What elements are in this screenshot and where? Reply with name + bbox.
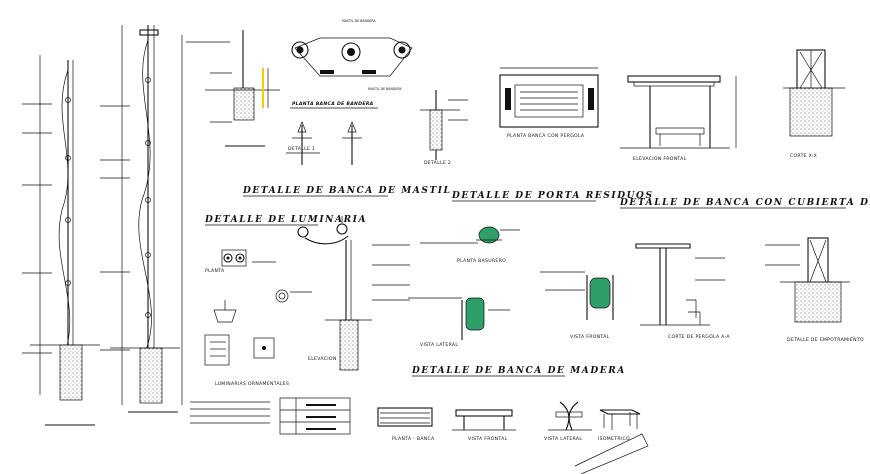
flag-bench-plan: MASTIL DE BANDERA MASTIL DE BANDERA PLAN…	[290, 19, 413, 109]
banca-madera-specs	[190, 397, 351, 435]
label-isometrico: ISOMETRICO	[598, 436, 630, 442]
pergola-bench-plan: PLANTA BANCA CON PERGOLA	[499, 67, 599, 139]
label-corte-pergola: CORTE DE PERGOLA A-A	[668, 334, 730, 340]
label-planta-banca-bandera: PLANTA BANCA DE BANDERA	[292, 101, 374, 107]
title-porta-residuos: DETALLE DE PORTA RESIDUOS	[451, 191, 654, 201]
flagpole-elevation-right	[100, 25, 183, 413]
label-detalle-2: DETALLE 2	[424, 160, 451, 166]
label-corte-xx: CORTE X-X	[790, 153, 817, 159]
label-vista-frontal-banca: VISTA FRONTAL	[468, 436, 508, 442]
corte-pergola: CORTE DE PERGOLA A-A	[635, 243, 730, 340]
label-vista-lateral-banca: VISTA LATERAL	[544, 436, 582, 442]
title-banca-mastil: DETALLE DE BANCA DE MASTIL	[242, 186, 451, 196]
flagpole-elevation-left	[22, 55, 100, 426]
banca-madera-plan: PLANTA - BANCA	[377, 407, 435, 442]
banca-madera-front: VISTA FRONTAL	[452, 409, 516, 442]
luminaria-elevation: ELEVACION LUMINARIAS ORNAMENTALES	[215, 216, 410, 387]
label-planta-banca-pergola: PLANTA BANCA CON PERGOLA	[507, 133, 585, 139]
label-vista-frontal: VISTA FRONTAL	[570, 334, 610, 340]
banca-madera-side: VISTA LATERAL	[544, 401, 592, 442]
detalle-empotramiento: DETALLE DE EMPOTRAMIENTO	[765, 237, 864, 343]
label-vista-lateral: VISTA LATERAL	[420, 342, 458, 348]
flag-bench-section	[186, 30, 280, 147]
banca-madera-iso: ISOMETRICO	[598, 409, 641, 442]
label-mastil-bandera-2: MASTIL DE BANDERA	[368, 87, 402, 91]
pergola-front-elevation: ELEVACION FRONTAL	[620, 75, 737, 162]
title-banca-madera: DETALLE DE BANCA DE MADERA	[411, 366, 626, 376]
label-planta-basurero: PLANTA BASURERO	[457, 258, 506, 264]
label-detalle-empotramiento: DETALLE DE EMPOTRAMIENTO	[787, 337, 864, 343]
label-elevacion: ELEVACION	[308, 356, 337, 362]
luminaria-plan: PLANTA	[205, 249, 276, 274]
label-luminarias-ornamentales: LUMINARIAS ORNAMENTALES	[215, 381, 289, 387]
basurero-vista-frontal: VISTA FRONTAL	[540, 271, 614, 340]
title-banca-pergola: DETALLE DE BANCA CON CUBIERTA DE PERGOLA	[619, 198, 870, 208]
detalle-2: DETALLE 2	[420, 90, 468, 166]
label-planta-banca-madera: PLANTA - BANCA	[392, 436, 435, 442]
label-planta: PLANTA	[205, 268, 225, 274]
title-luminaria: DETALLE DE LUMINARIA	[204, 215, 367, 225]
label-detalle-1: DETALLE 1	[288, 146, 315, 152]
detalle-1: DETALLE 1	[286, 121, 362, 165]
label-mastil-bandera: MASTIL DE BANDERA	[342, 19, 376, 23]
luminaria-details	[204, 289, 312, 366]
scale-bar	[574, 433, 649, 474]
corte-xx: CORTE X-X	[783, 49, 845, 159]
basurero-plan: PLANTA BASURERO	[420, 226, 520, 264]
basurero-vista-lateral: VISTA LATERAL	[408, 297, 510, 348]
label-elevacion-frontal: ELEVACION FRONTAL	[633, 156, 687, 162]
